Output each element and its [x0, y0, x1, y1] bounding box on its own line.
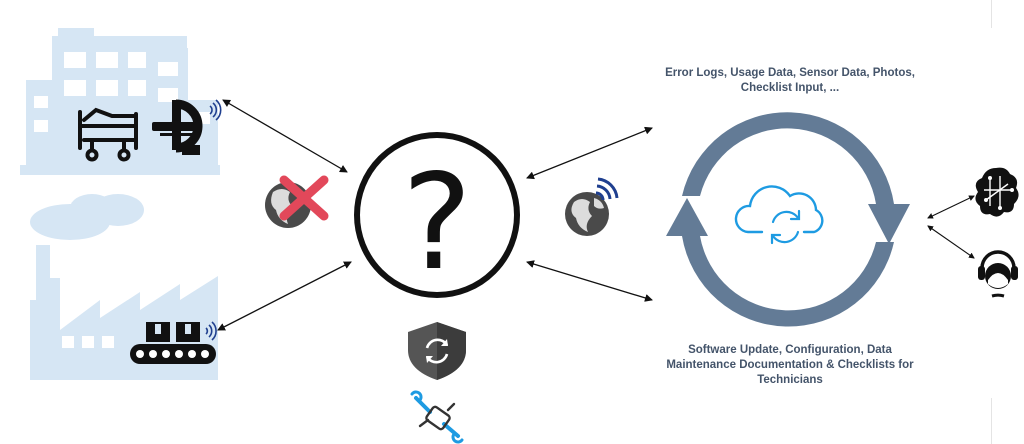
arrow-hub-download [526, 260, 653, 302]
download-data-caption: Software Update, Configuration, Data Mai… [630, 343, 950, 388]
edge-line-bottom [991, 398, 992, 444]
question-mark: ? [402, 146, 472, 300]
arrow-factory-hub [217, 261, 352, 331]
wireless-signal-icon-factory [205, 321, 217, 341]
unknown-connectivity-hub: ? [354, 132, 520, 300]
ai-brain-icon [975, 167, 1019, 217]
arrow-hub-upload [526, 126, 653, 180]
download-caption-line-3: Technicians [757, 374, 823, 386]
connection-arrows [217, 99, 975, 331]
arrow-hospital-hub [222, 99, 348, 173]
conveyor-belt-icon [130, 322, 216, 364]
upload-caption-line-1: Error Logs, Usage Data, Sensor Data, Pho… [665, 67, 915, 79]
shield-sync-icon [408, 322, 466, 380]
arrow-cycle-support [927, 225, 975, 259]
edge-line-top [991, 0, 992, 28]
wireless-signal-icon-hospital [209, 99, 222, 121]
upload-data-caption: Error Logs, Usage Data, Sensor Data, Pho… [630, 66, 950, 96]
sync-cycle-icon [666, 112, 910, 327]
mri-scanner-icon [152, 99, 203, 155]
support-agent-icon [978, 250, 1018, 298]
wrench-connector-icon [410, 390, 464, 444]
globe-offline-icon [265, 175, 329, 228]
hospital-bed-icon [78, 107, 138, 162]
download-caption-line-2: Maintenance Documentation & Checklists f… [666, 359, 914, 371]
hospital-building-icon [20, 28, 220, 175]
arrow-cycle-ai [927, 195, 975, 219]
globe-wireless-icon [565, 177, 619, 236]
upload-caption-line-2: Checklist Input, ... [740, 82, 840, 94]
download-caption-line-1: Software Update, Configuration, Data [688, 344, 892, 356]
cloud-sync-icon [734, 185, 824, 245]
